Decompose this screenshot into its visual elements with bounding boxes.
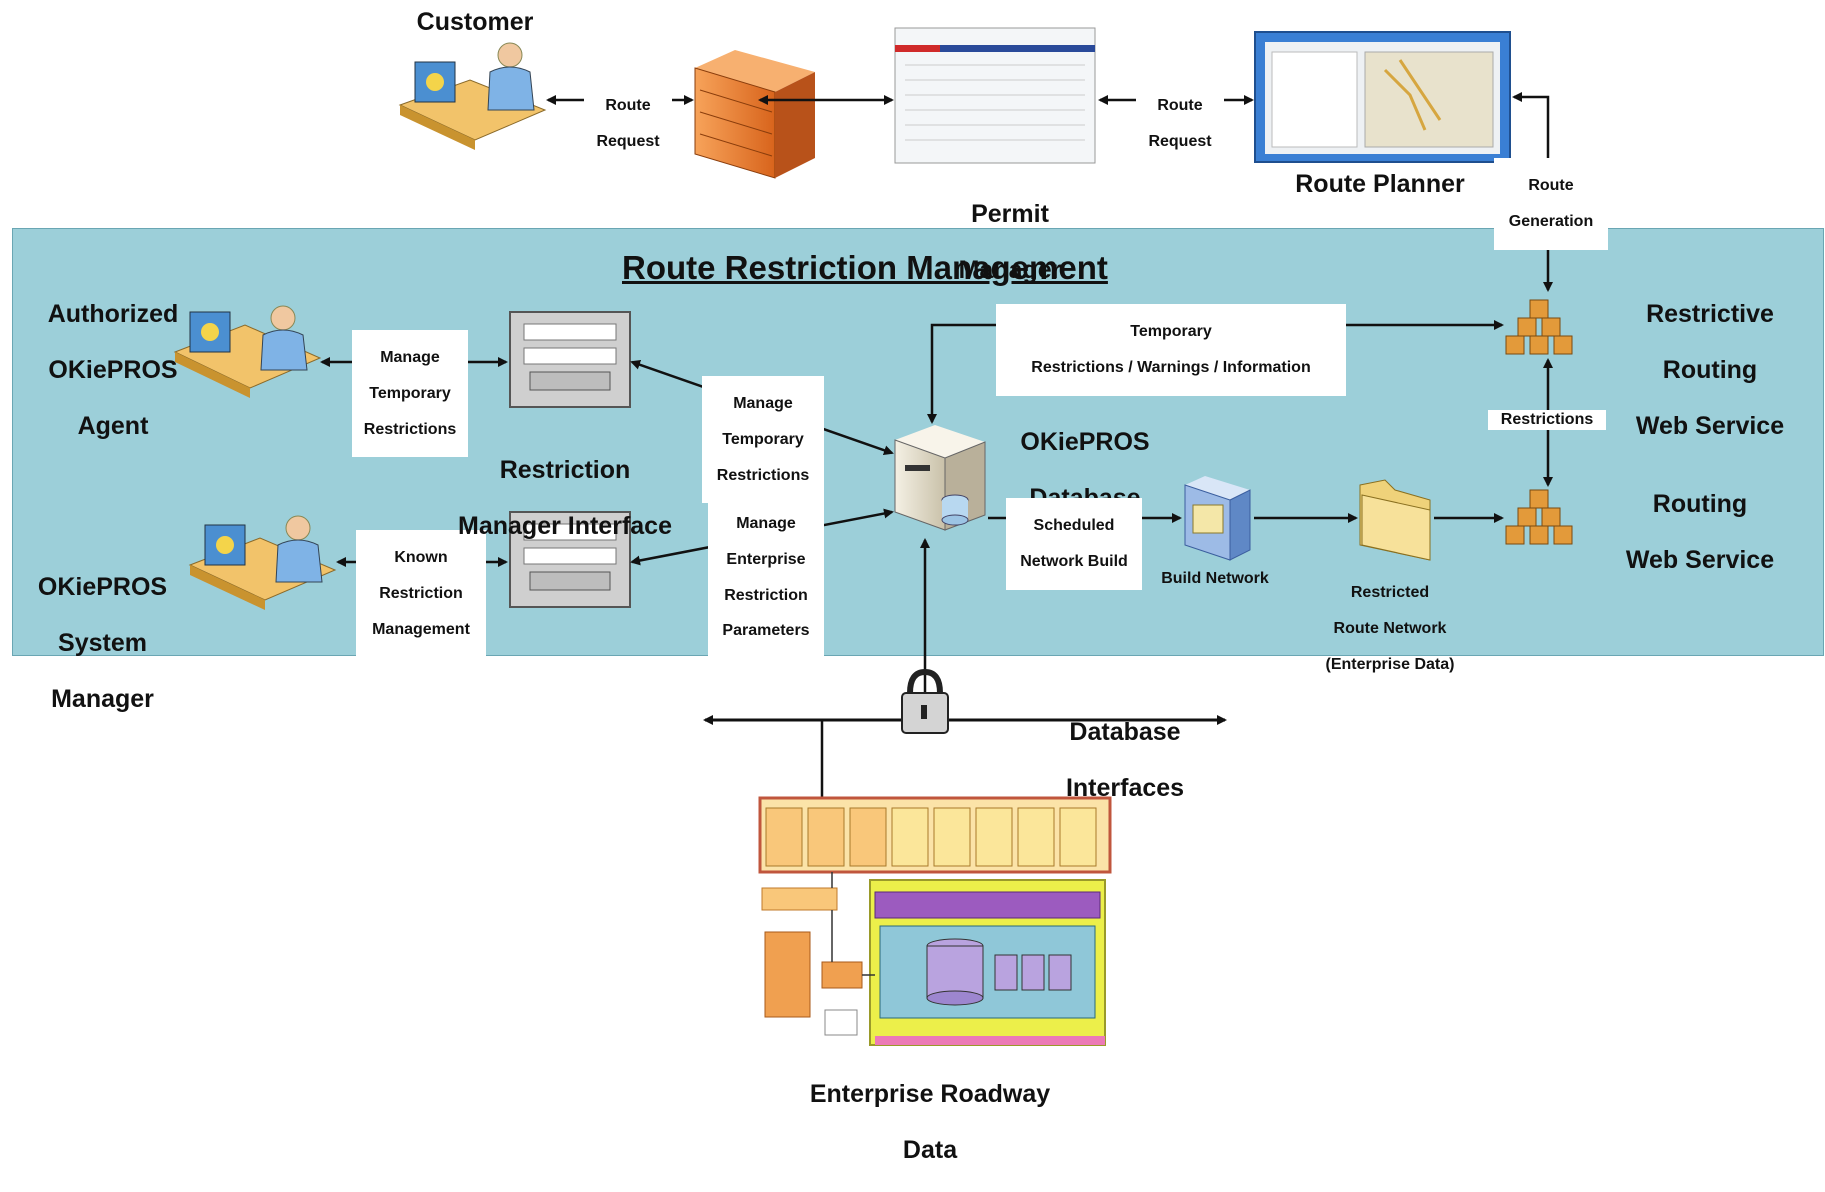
manage-temp-left-label: Manage Temporary Restrictions xyxy=(352,330,468,458)
restrictive-service-label: Restrictive Routing Web Service xyxy=(1635,300,1785,440)
restrictive-web-service-cubes-icon xyxy=(1505,299,1573,355)
lock-icon xyxy=(901,668,949,734)
restrictions-label: Restrictions xyxy=(1488,410,1606,430)
route-request-right: Route Request xyxy=(1136,78,1224,170)
firewall-icon xyxy=(694,50,815,179)
manage-temp-center-label: Manage Temporary Restrictions xyxy=(702,376,824,504)
restriction-manager-interface-label: Restriction Manager Interface xyxy=(458,456,672,540)
diagram: Customer Route Request Route Request Per… xyxy=(12,8,1824,1164)
scheduled-build-label: Scheduled Network Build xyxy=(1006,498,1142,590)
enterprise-roadway-data-label: Enterprise Roadway Data xyxy=(809,1080,1051,1164)
build-network-icon xyxy=(1184,476,1251,561)
routing-service-label: Routing Web Service xyxy=(1625,490,1775,574)
manage-enterprise-label: Manage Enterprise Restriction Parameters xyxy=(708,496,824,660)
temp-restrictions-label: Temporary Restrictions / Warnings / Info… xyxy=(996,304,1346,396)
permit-manager-label: Permit Manager xyxy=(958,200,1062,284)
restricted-route-network-label: Restricted Route Network (Enterprise Dat… xyxy=(1325,583,1455,673)
system-manager-workstation-icon xyxy=(188,515,337,610)
route-request-left: Route Request xyxy=(584,78,672,170)
database-server-icon xyxy=(894,425,986,531)
routing-web-service-cubes-icon xyxy=(1505,489,1573,545)
customer-label: Customer xyxy=(416,8,534,36)
agent-workstation-icon xyxy=(173,305,322,398)
build-network-label: Build Network xyxy=(1161,570,1269,587)
database-interfaces-label: Database Interfaces xyxy=(1065,718,1185,802)
panel-title: Route Restriction Management xyxy=(622,249,1108,286)
restriction-manager-window-top xyxy=(509,311,631,408)
diagram-graphics xyxy=(173,27,1573,1046)
route-generation-label: Route Generation xyxy=(1494,158,1608,250)
known-restriction-label: Known Restriction Management xyxy=(356,530,486,658)
restriction-manager-window-bottom xyxy=(509,511,631,608)
system-manager-label: OKiePROS System Manager xyxy=(37,573,168,713)
restricted-network-folder-icon xyxy=(1359,479,1431,561)
permit-manager-screenshot xyxy=(894,27,1096,164)
route-planner-screenshot xyxy=(1254,31,1511,163)
customer-workstation-icon xyxy=(398,42,547,150)
enterprise-roadway-data-schematic xyxy=(758,796,1112,1046)
authorized-agent-label: Authorized OKiePROS Agent xyxy=(47,300,179,440)
route-planner-label: Route Planner xyxy=(1295,170,1465,198)
